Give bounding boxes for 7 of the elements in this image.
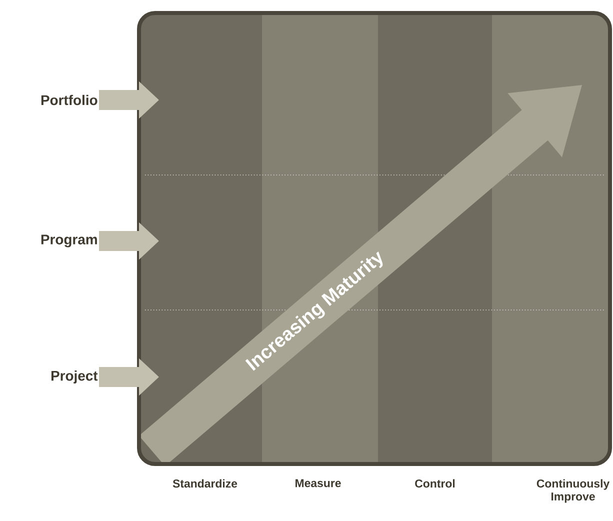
row-label: Program (41, 234, 97, 248)
column-label: Continuously Improve (536, 479, 610, 503)
row-label: Portfolio (41, 94, 98, 106)
row-label: Project (51, 370, 98, 384)
column-label: Standardize (172, 479, 238, 488)
column-label: Measure (296, 479, 341, 488)
column-label: Control (415, 479, 455, 488)
